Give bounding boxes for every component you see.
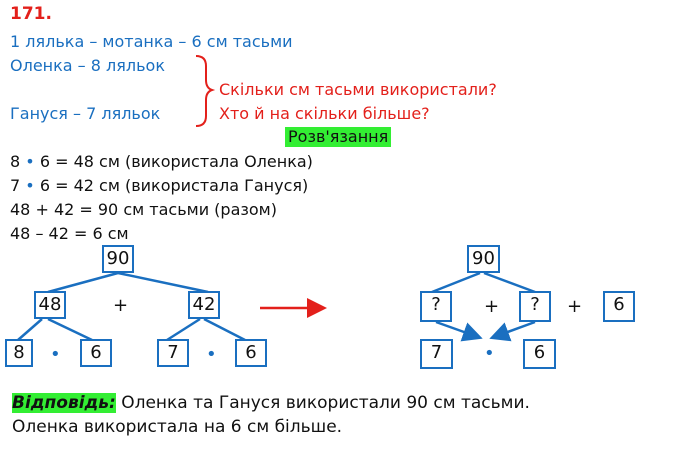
- step-2-a: 7: [10, 176, 21, 195]
- condition-line-3: Гануся – 7 ляльок: [10, 104, 161, 123]
- step-4: 48 – 42 = 6 см: [10, 224, 129, 243]
- plus-sign: +: [567, 296, 583, 317]
- question-1: Скільки см тасьми використали?: [219, 80, 497, 99]
- multiply-dot: •: [25, 152, 35, 171]
- step-1-rest: 6 = 48 см (використала Оленка): [39, 152, 313, 171]
- problem-number: 171.: [10, 4, 52, 24]
- right-child-box: 42: [188, 291, 220, 319]
- unknown-box: ?: [420, 291, 452, 322]
- difference-box: 6: [603, 291, 635, 322]
- leaf-box: 7: [420, 339, 453, 369]
- step-1: 8 • 6 = 48 см (використала Оленка): [10, 152, 313, 172]
- plus-sign: +: [113, 295, 129, 316]
- multiply-dot: •: [206, 344, 217, 365]
- multiply-dot: •: [484, 343, 495, 364]
- answer-label: Відповідь:: [12, 393, 116, 413]
- answer-line-1: Відповідь: Оленка та Гануся використали …: [12, 393, 530, 413]
- right-tree-lines: [431, 271, 536, 342]
- step-2: 7 • 6 = 42 см (використала Гануся): [10, 176, 308, 196]
- unknown-box: ?: [519, 291, 551, 322]
- answer-line-2: Оленка використала на 6 см більше.: [12, 417, 343, 437]
- condition-line-1: 1 лялька – мотанка – 6 см тасьми: [10, 32, 293, 51]
- left-tree-lines: [17, 271, 246, 342]
- multiply-dot: •: [25, 176, 35, 195]
- question-2: Хто й на скільки більше?: [219, 104, 430, 123]
- left-root-box: 90: [102, 245, 134, 273]
- left-child-box: 48: [34, 291, 66, 319]
- condition-line-2: Оленка – 8 ляльок: [10, 56, 165, 75]
- step-2-rest: 6 = 42 см (використала Гануся): [39, 176, 309, 195]
- leaf-box: 6: [523, 339, 556, 369]
- leaf-box: 8: [5, 339, 33, 367]
- leaf-box: 6: [80, 339, 112, 367]
- solution-heading: Розв'язання: [285, 127, 392, 147]
- plus-sign: +: [484, 296, 500, 317]
- brace: [195, 55, 216, 127]
- leaf-box: 6: [235, 339, 267, 367]
- right-root-box: 90: [467, 245, 500, 273]
- leaf-box: 7: [157, 339, 189, 367]
- answer-text-1: Оленка та Гануся використали 90 см тасьм…: [115, 393, 530, 413]
- multiply-dot: •: [50, 344, 61, 365]
- step-3: 48 + 42 = 90 см тасьми (разом): [10, 200, 277, 219]
- step-1-a: 8: [10, 152, 21, 171]
